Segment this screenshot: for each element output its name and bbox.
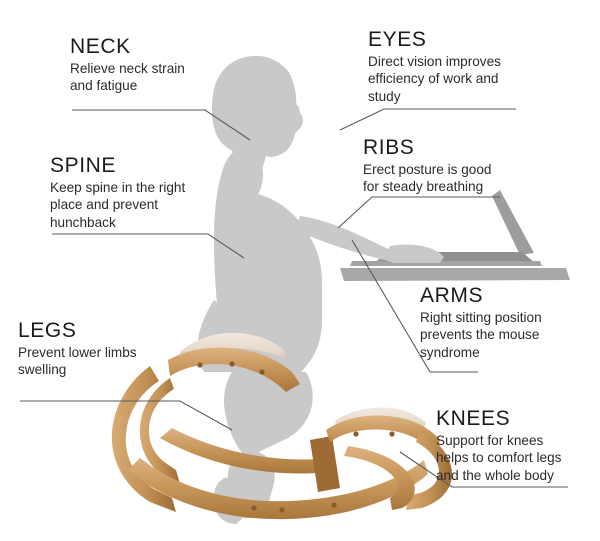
- callout-arms: ARMS Right sitting position prevents the…: [420, 284, 542, 361]
- screw-dot: [197, 362, 203, 368]
- chair-vertical-strut: [310, 436, 340, 492]
- screw-dot: [251, 505, 257, 511]
- callout-ribs-line-2: for steady breathing: [363, 179, 484, 195]
- screw-dot: [353, 431, 359, 437]
- callout-eyes-title: EYES: [368, 28, 427, 51]
- leader-line-knees: [399, 451, 568, 488]
- leader-line-eyes: [339, 108, 516, 131]
- screw-dot: [331, 502, 337, 508]
- callout-eyes-line-3: study: [368, 88, 401, 104]
- callout-spine-title: SPINE: [50, 154, 117, 177]
- seat-cushion: [180, 332, 286, 362]
- chair-middle-rail: [160, 428, 332, 474]
- callout-ribs-body: Erect posture is good for steady breathi…: [363, 161, 491, 195]
- leader-lines: [20, 108, 568, 488]
- callout-knees-line-3: and the whole body: [436, 467, 554, 483]
- callout-neck-title: NECK: [70, 35, 131, 58]
- leader-line-spine: [52, 233, 245, 259]
- callout-legs-title: LEGS: [18, 319, 77, 342]
- kneeling-chair: [111, 332, 452, 520]
- screw-dot: [389, 431, 395, 437]
- chair-right-rail: [406, 430, 452, 510]
- callout-knees-body: Support for knees helps to comfort legs …: [436, 432, 561, 483]
- screw-dot: [279, 507, 285, 513]
- callout-legs: LEGS Prevent lower limbs swelling: [18, 319, 137, 379]
- callout-eyes-line-2: efficiency of work and: [368, 71, 499, 87]
- callout-arms-body: Right sitting position prevents the mous…: [420, 309, 542, 360]
- screw-dot: [259, 369, 265, 375]
- callout-knees-title: KNEES: [436, 407, 511, 430]
- callout-eyes: EYES Direct vision improves efficiency o…: [368, 28, 501, 105]
- callout-spine-line-3: hunchback: [50, 214, 116, 230]
- callout-arms-line-2: prevents the mouse: [420, 327, 540, 343]
- leader-line-legs: [20, 400, 233, 431]
- desk-surface: [340, 268, 570, 281]
- callout-eyes-line-1: Direct vision improves: [368, 54, 501, 70]
- chair-right-inner-arc: [344, 446, 415, 510]
- leader-line-arms: [351, 239, 478, 373]
- laptop-front-edge: [350, 261, 542, 266]
- chair-left-rail-inner: [139, 378, 180, 484]
- callout-spine: SPINE Keep spine in the right place and …: [50, 154, 185, 231]
- callout-legs-line-2: swelling: [18, 362, 67, 378]
- callout-ribs-title: RIBS: [363, 136, 415, 159]
- callout-neck-line-2: and fatigue: [70, 78, 138, 94]
- callout-arms-title: ARMS: [420, 284, 484, 307]
- callout-arms-line-3: syndrome: [420, 344, 480, 360]
- chair-bottom-rocker: [128, 458, 428, 520]
- seat-wood-arm: [168, 347, 300, 392]
- screw-dot: [229, 361, 235, 367]
- callout-knees-line-1: Support for knees: [436, 433, 544, 449]
- chair-left-rail-outer: [111, 366, 176, 512]
- callout-knees: KNEES Support for knees helps to comfort…: [436, 407, 561, 484]
- leader-line-ribs: [337, 196, 500, 229]
- callout-legs-body: Prevent lower limbs swelling: [18, 344, 137, 378]
- callout-neck-line-1: Relieve neck strain: [70, 61, 185, 77]
- callout-ribs-line-1: Erect posture is good: [363, 162, 492, 178]
- callout-spine-line-1: Keep spine in the right: [50, 180, 186, 196]
- callout-spine-body: Keep spine in the right place and preven…: [50, 179, 185, 230]
- person-silhouette: [197, 55, 444, 524]
- callout-ribs: RIBS Erect posture is good for steady br…: [363, 136, 491, 196]
- callout-knees-line-2: helps to comfort legs: [436, 450, 562, 466]
- callout-spine-line-2: place and prevent: [50, 197, 159, 213]
- knee-pad-wood: [326, 415, 440, 454]
- callout-eyes-body: Direct vision improves efficiency of wor…: [368, 53, 501, 104]
- callout-neck: NECK Relieve neck strain and fatigue: [70, 35, 185, 95]
- callout-arms-line-1: Right sitting position: [420, 310, 542, 326]
- callout-neck-body: Relieve neck strain and fatigue: [70, 60, 185, 94]
- laptop-screen: [492, 190, 534, 255]
- leader-line-neck: [72, 109, 251, 141]
- callout-legs-line-1: Prevent lower limbs: [18, 345, 137, 361]
